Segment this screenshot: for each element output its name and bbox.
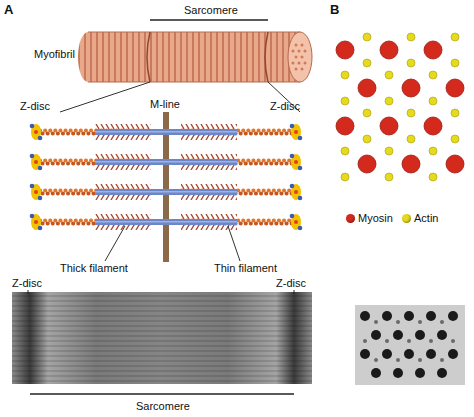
- legend-swatch: [402, 214, 411, 223]
- part-label: Z-disc: [270, 100, 300, 113]
- part-label: Myofibril: [34, 48, 75, 61]
- part-label: Thin filament: [214, 262, 277, 275]
- panel-letter: B: [330, 2, 339, 17]
- scale-label: Sarcomere: [136, 400, 190, 413]
- legend-swatch: [346, 214, 355, 223]
- scale-label: Sarcomere: [184, 4, 238, 17]
- legend-text: Actin: [414, 212, 438, 225]
- panel-letter: A: [4, 2, 13, 17]
- part-label: Z-disc: [12, 277, 42, 290]
- part-label: Z-disc: [20, 100, 50, 113]
- part-label: M-line: [150, 98, 180, 111]
- part-label: Z-disc: [276, 277, 306, 290]
- part-label: Thick filament: [60, 262, 128, 275]
- legend-text: Myosin: [358, 212, 393, 225]
